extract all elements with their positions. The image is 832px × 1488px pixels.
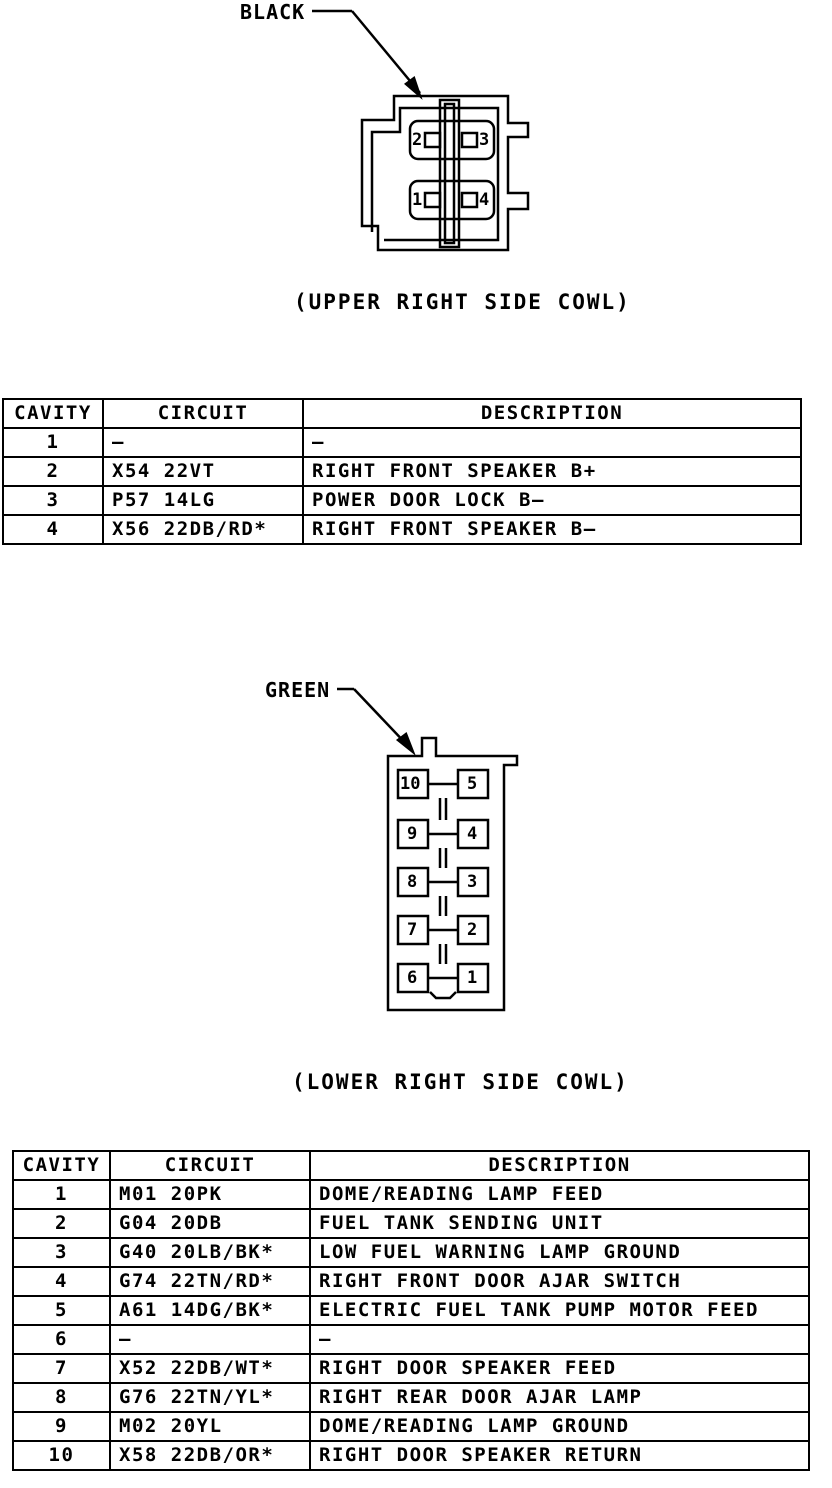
circuit-cell: X56 22DB/RD* xyxy=(102,514,304,545)
cavity-cell: 2 xyxy=(2,456,104,487)
cavity-cell: 4 xyxy=(2,514,104,545)
circuit-cell: — xyxy=(109,1324,311,1355)
circuit-cell: G76 22TN/YL* xyxy=(109,1382,311,1413)
upper-connector-color-label: BLACK xyxy=(240,0,306,24)
description-header: DESCRIPTION xyxy=(302,398,802,429)
cavity-cell: 1 xyxy=(12,1179,111,1210)
circuit-cell: M01 20PK xyxy=(109,1179,311,1210)
lower-pin-2: 2 xyxy=(467,920,478,940)
cavity-header: CAVITY xyxy=(2,398,104,429)
upper-pin-2: 2 xyxy=(412,130,423,150)
description-cell: RIGHT DOOR SPEAKER FEED xyxy=(309,1353,810,1384)
lower-pin-1: 1 xyxy=(467,968,478,988)
lower-pin-8: 8 xyxy=(407,872,418,892)
circuit-cell: X52 22DB/WT* xyxy=(109,1353,311,1384)
cavity-header: CAVITY xyxy=(12,1150,111,1181)
description-cell: POWER DOOR LOCK B— xyxy=(302,485,802,516)
description-cell: RIGHT DOOR SPEAKER RETURN xyxy=(309,1440,810,1471)
cavity-cell: 3 xyxy=(2,485,104,516)
table-row: 6 — — xyxy=(12,1324,810,1355)
description-cell: RIGHT FRONT SPEAKER B+ xyxy=(302,456,802,487)
cavity-cell: 4 xyxy=(12,1266,111,1297)
description-header: DESCRIPTION xyxy=(309,1150,810,1181)
circuit-cell: A61 14DG/BK* xyxy=(109,1295,311,1326)
table-row: 4 X56 22DB/RD* RIGHT FRONT SPEAKER B— xyxy=(2,514,802,545)
table-row: 9 M02 20YL DOME/READING LAMP GROUND xyxy=(12,1411,810,1442)
lower-pin-6: 6 xyxy=(407,968,418,988)
circuit-cell: G04 20DB xyxy=(109,1208,311,1239)
table-row: 5 A61 14DG/BK* ELECTRIC FUEL TANK PUMP M… xyxy=(12,1295,810,1326)
circuit-cell: X54 22VT xyxy=(102,456,304,487)
lower-pin-10: 10 xyxy=(400,774,421,794)
table-row: 4 G74 22TN/RD* RIGHT FRONT DOOR AJAR SWI… xyxy=(12,1266,810,1297)
cavity-cell: 3 xyxy=(12,1237,111,1268)
upper-connector-body xyxy=(360,94,530,252)
description-cell: RIGHT FRONT SPEAKER B— xyxy=(302,514,802,545)
circuit-header: CIRCUIT xyxy=(102,398,304,429)
table-row: 3 P57 14LG POWER DOOR LOCK B— xyxy=(2,485,802,516)
table-row: 1 M01 20PK DOME/READING LAMP FEED xyxy=(12,1179,810,1210)
cavity-cell: 1 xyxy=(2,427,104,458)
cavity-cell: 5 xyxy=(12,1295,111,1326)
description-cell: RIGHT FRONT DOOR AJAR SWITCH xyxy=(309,1266,810,1297)
cavity-cell: 7 xyxy=(12,1353,111,1384)
upper-connector-caption: (UPPER RIGHT SIDE COWL) xyxy=(294,290,631,314)
lower-connector-caption: (LOWER RIGHT SIDE COWL) xyxy=(292,1070,629,1094)
description-cell: DOME/READING LAMP GROUND xyxy=(309,1411,810,1442)
table-row: 10 X58 22DB/OR* RIGHT DOOR SPEAKER RETUR… xyxy=(12,1440,810,1471)
cavity-cell: 9 xyxy=(12,1411,111,1442)
upper-cavity-table: CAVITY CIRCUIT DESCRIPTION 1 — — 2 X54 2… xyxy=(2,398,802,545)
description-cell: ELECTRIC FUEL TANK PUMP MOTOR FEED xyxy=(309,1295,810,1326)
cavity-cell: 2 xyxy=(12,1208,111,1239)
cavity-cell: 10 xyxy=(12,1440,111,1471)
description-cell: — xyxy=(302,427,802,458)
lower-connector-color-label: GREEN xyxy=(265,678,331,702)
table-row: 7 X52 22DB/WT* RIGHT DOOR SPEAKER FEED xyxy=(12,1353,810,1384)
circuit-cell: X58 22DB/OR* xyxy=(109,1440,311,1471)
circuit-cell: G40 20LB/BK* xyxy=(109,1237,311,1268)
table-header-row: CAVITY CIRCUIT DESCRIPTION xyxy=(12,1150,810,1181)
upper-pin-3: 3 xyxy=(479,130,490,150)
circuit-header: CIRCUIT xyxy=(109,1150,311,1181)
cavity-cell: 8 xyxy=(12,1382,111,1413)
lower-pin-7: 7 xyxy=(407,920,418,940)
description-cell: FUEL TANK SENDING UNIT xyxy=(309,1208,810,1239)
circuit-cell: P57 14LG xyxy=(102,485,304,516)
description-cell: RIGHT REAR DOOR AJAR LAMP xyxy=(309,1382,810,1413)
lower-cavity-table: CAVITY CIRCUIT DESCRIPTION 1 M01 20PK DO… xyxy=(12,1150,810,1471)
table-row: 3 G40 20LB/BK* LOW FUEL WARNING LAMP GRO… xyxy=(12,1237,810,1268)
lower-pin-3: 3 xyxy=(467,872,478,892)
lower-connector-body xyxy=(386,736,519,1012)
description-cell: DOME/READING LAMP FEED xyxy=(309,1179,810,1210)
circuit-cell: M02 20YL xyxy=(109,1411,311,1442)
upper-pin-1: 1 xyxy=(412,190,423,210)
table-row: 2 X54 22VT RIGHT FRONT SPEAKER B+ xyxy=(2,456,802,487)
table-row: 1 — — xyxy=(2,427,802,458)
description-cell: — xyxy=(309,1324,810,1355)
description-cell: LOW FUEL WARNING LAMP GROUND xyxy=(309,1237,810,1268)
table-row: 2 G04 20DB FUEL TANK SENDING UNIT xyxy=(12,1208,810,1239)
upper-pin-4: 4 xyxy=(479,190,490,210)
cavity-cell: 6 xyxy=(12,1324,111,1355)
lower-pin-4: 4 xyxy=(467,824,478,844)
circuit-cell: G74 22TN/RD* xyxy=(109,1266,311,1297)
lower-pin-5: 5 xyxy=(467,774,478,794)
table-row: 8 G76 22TN/YL* RIGHT REAR DOOR AJAR LAMP xyxy=(12,1382,810,1413)
lower-pin-9: 9 xyxy=(407,824,418,844)
circuit-cell: — xyxy=(102,427,304,458)
table-header-row: CAVITY CIRCUIT DESCRIPTION xyxy=(2,398,802,429)
